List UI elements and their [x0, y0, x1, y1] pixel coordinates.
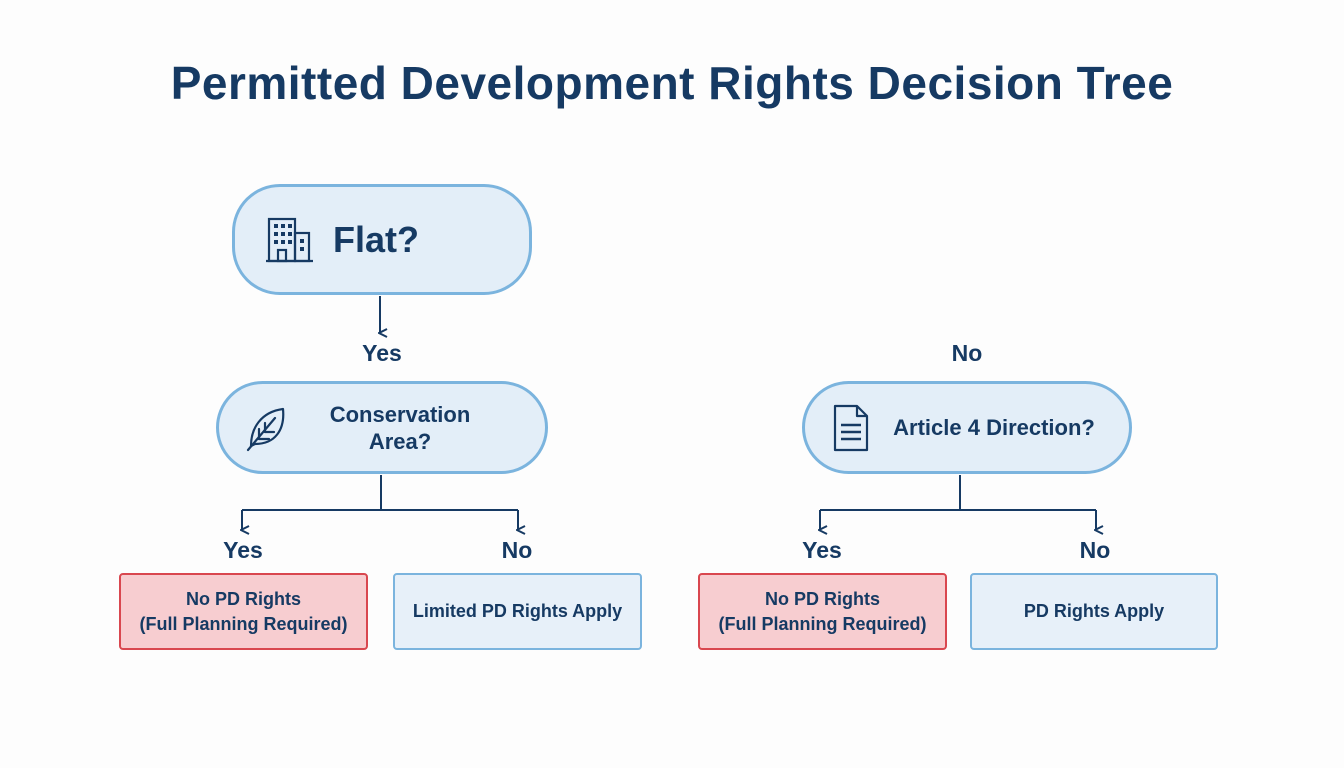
decision-node-conservation-area: Conservation Area? [216, 381, 548, 474]
conservation-area-question-label: Conservation Area? [289, 401, 511, 455]
leaf-icon [245, 404, 289, 452]
branch-label-article4-yes: Yes [802, 537, 842, 563]
branch-label-conservation-yes: Yes [223, 537, 263, 563]
branch-label-flat-yes: Yes [362, 340, 402, 366]
building-icon [265, 215, 315, 265]
outcome-line2: (Full Planning Required) [718, 613, 927, 634]
branch-label-flat-no: No [951, 340, 983, 366]
outcome-limited-pd-rights: Limited PD Rights Apply [393, 573, 642, 650]
outcome-line1: No PD Rights [765, 588, 880, 609]
branch-label-article4-no: No [1079, 537, 1111, 563]
decision-node-flat: Flat? [232, 184, 532, 295]
flat-question-label: Flat? [333, 218, 419, 260]
connector-conservation-split [242, 475, 518, 511]
outcome-line1: PD Rights Apply [1023, 601, 1165, 621]
conservation-label-line2: Area? [368, 428, 432, 454]
outcome-no-pd-rights-conservation: No PD Rights (Full Planning Required) [119, 573, 368, 650]
decision-node-article-4-direction: Article 4 Direction? [802, 381, 1132, 474]
outcome-pd-rights-apply: PD Rights Apply [970, 573, 1218, 650]
conservation-label-line1: Conservation [329, 401, 471, 427]
outcome-line1: Limited PD Rights Apply [412, 601, 623, 621]
outcome-line1: No PD Rights [186, 588, 301, 609]
connector-article4-split [820, 475, 1096, 511]
branch-label-conservation-no: No [501, 537, 533, 563]
outcome-no-pd-rights-article4: No PD Rights (Full Planning Required) [698, 573, 947, 650]
diagram-title: Permitted Development Rights Decision Tr… [170, 57, 1174, 109]
article-4-question-label: Article 4 Direction? [893, 414, 1095, 440]
document-icon [831, 403, 871, 453]
outcome-line2: (Full Planning Required) [139, 613, 348, 634]
